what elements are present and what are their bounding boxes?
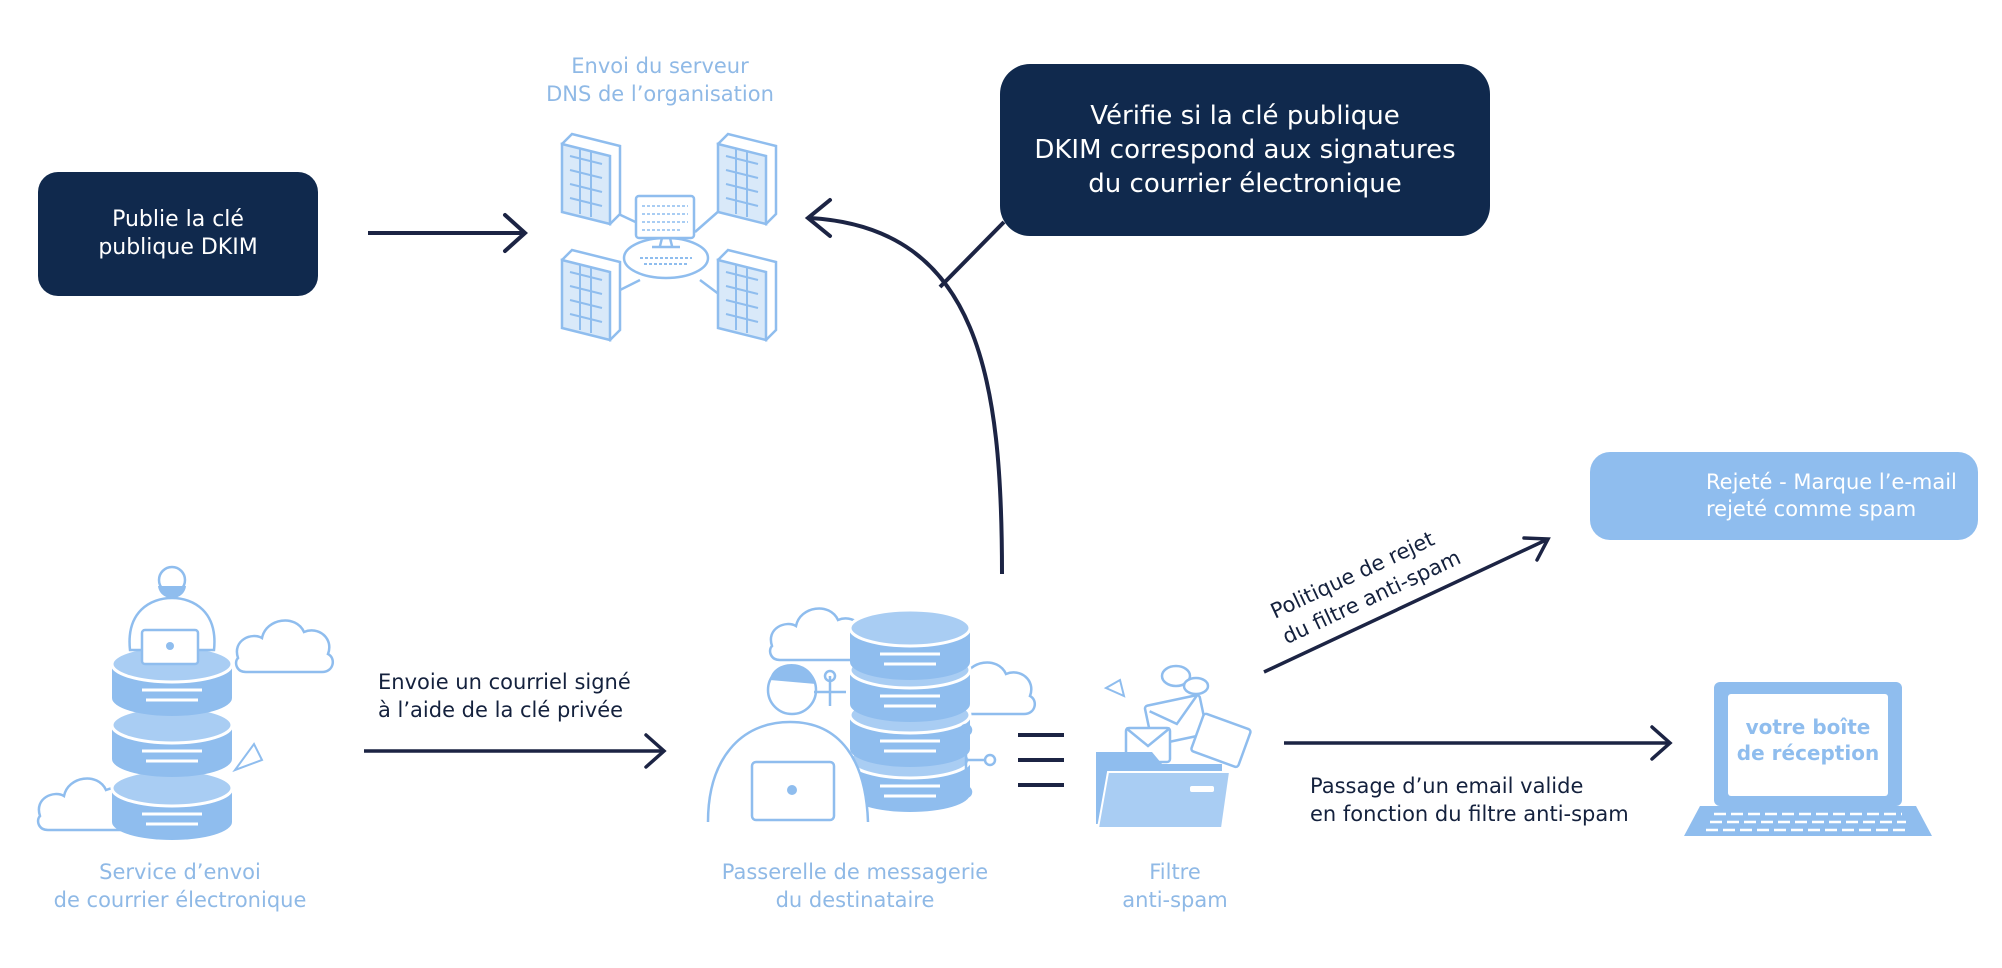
inbox-laptop-illustration xyxy=(1684,682,1932,836)
publish-dkim-key-box: Publie la clé publique DKIM xyxy=(38,172,318,296)
rejected-line-1: Rejeté - Marque l’e-mail xyxy=(1706,470,1957,494)
signed-email-line-2: à l’aide de la clé privée xyxy=(378,698,624,722)
equals-separator xyxy=(1018,733,1064,787)
spam-filter-illustration xyxy=(1096,664,1252,829)
inbox-screen-text: votre boîte de réception xyxy=(1728,714,1888,766)
arrow-filter-to-rejected xyxy=(1263,536,1551,674)
verify-box-line-3: du courrier électronique xyxy=(1088,169,1402,199)
gateway-label-line-1: Passerelle de messagerie xyxy=(721,860,989,884)
arrow-service-to-gateway xyxy=(364,733,667,769)
verify-dkim-signature-box: Vérifie si la clé publique DKIM correspo… xyxy=(1000,64,1490,236)
arrow-publish-to-dns xyxy=(368,213,528,253)
gateway-label-line-2: du destinataire xyxy=(775,888,935,912)
dns-server-label: Envoi du serveur DNS de l’organisation xyxy=(520,52,800,108)
verify-box-line-1: Vérifie si la clé publique xyxy=(1090,101,1400,131)
publish-box-line-2: publique DKIM xyxy=(98,235,258,260)
filter-label-line-2: anti-spam xyxy=(1122,888,1228,912)
sending-service-illustration xyxy=(36,565,335,842)
sending-label-line-2: de courrier électronique xyxy=(53,888,307,912)
sending-service-label: Service d’envoi de courrier électronique xyxy=(30,858,330,914)
inbox-line-2: de réception xyxy=(1736,741,1880,765)
publish-box-line-1: Publie la clé xyxy=(112,207,244,232)
inbox-line-1: votre boîte xyxy=(1745,715,1871,739)
dns-server-illustration xyxy=(560,132,778,342)
recipient-gateway-illustration xyxy=(706,607,1037,823)
rejected-spam-box: Rejeté - Marque l’e-mail rejeté comme sp… xyxy=(1590,452,1978,540)
signed-email-label: Envoie un courriel signé à l’aide de la … xyxy=(378,668,631,724)
arrow-gateway-to-dns xyxy=(804,198,1004,575)
dns-label-line-1: Envoi du serveur xyxy=(571,54,749,78)
spam-filter-label: Filtre anti-spam xyxy=(1100,858,1250,914)
valid-pass-label: Passage d’un email valide en fonction du… xyxy=(1310,772,1629,828)
valid-pass-line-1: Passage d’un email valide xyxy=(1310,774,1584,798)
rejected-line-2: rejeté comme spam xyxy=(1706,497,1917,521)
dns-label-line-2: DNS de l’organisation xyxy=(546,82,774,106)
filter-label-line-1: Filtre xyxy=(1149,860,1201,884)
valid-pass-line-2: en fonction du filtre anti-spam xyxy=(1310,802,1629,826)
sending-label-line-1: Service d’envoi xyxy=(99,860,261,884)
callout-connector xyxy=(938,220,1006,289)
verify-box-line-2: DKIM correspond aux signatures xyxy=(1034,135,1456,165)
signed-email-line-1: Envoie un courriel signé xyxy=(378,670,631,694)
recipient-gateway-label: Passerelle de messagerie du destinataire xyxy=(700,858,1010,914)
arrow-filter-to-inbox xyxy=(1284,725,1673,761)
